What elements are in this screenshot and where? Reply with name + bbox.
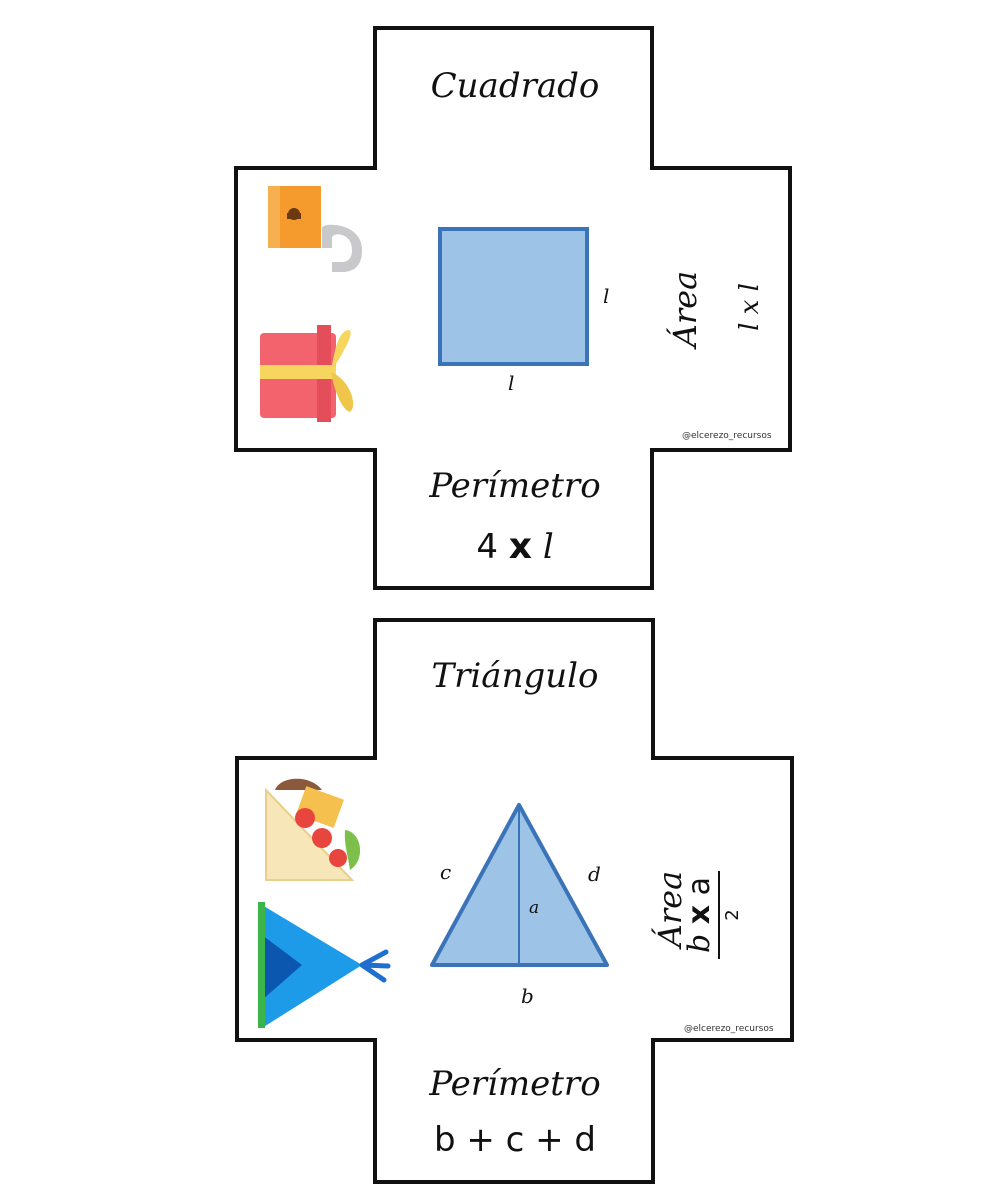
triangle-area-a: a (682, 876, 717, 896)
triangle-watermark: @elcerezo_recursos (684, 1024, 774, 1034)
triangle-base-label-b: b (521, 984, 534, 1008)
square-perimeter-formula: 4 x l (375, 526, 655, 567)
triangle-area-formula: b x a 2 (682, 855, 782, 975)
triangle-height-label-a: a (529, 898, 540, 918)
square-side-label-right: l (603, 284, 610, 308)
sandwich-icon (265, 778, 361, 881)
gift-icon (260, 325, 354, 422)
square-area-formula: l x l (735, 283, 765, 331)
triangle-area-den: 2 (722, 909, 743, 921)
square-perimeter-num: 4 (476, 527, 498, 567)
triangle-side-label-c: c (440, 860, 452, 884)
square-area-title: Área (666, 270, 704, 348)
padlock-icon (268, 186, 362, 272)
triangle-shape (430, 803, 609, 967)
teepee-icon (258, 902, 391, 1028)
square-shape (438, 227, 589, 366)
triangle-area-op: x (682, 904, 717, 925)
triangle-perimeter-title: Perímetro (429, 1064, 601, 1104)
square-watermark: @elcerezo_recursos (682, 431, 772, 441)
square-perimeter-var: l (542, 527, 554, 567)
triangle-title: Triángulo (431, 656, 599, 696)
square-perimeter-title: Perímetro (429, 466, 601, 506)
square-perimeter-op: x (508, 526, 532, 567)
square-title: Cuadrado (430, 66, 600, 106)
triangle-area-b: b (682, 933, 717, 954)
triangle-perimeter-formula: b + c + d (433, 1120, 597, 1160)
square-side-label-bottom: l (508, 371, 515, 395)
triangle-side-label-d: d (588, 862, 601, 886)
